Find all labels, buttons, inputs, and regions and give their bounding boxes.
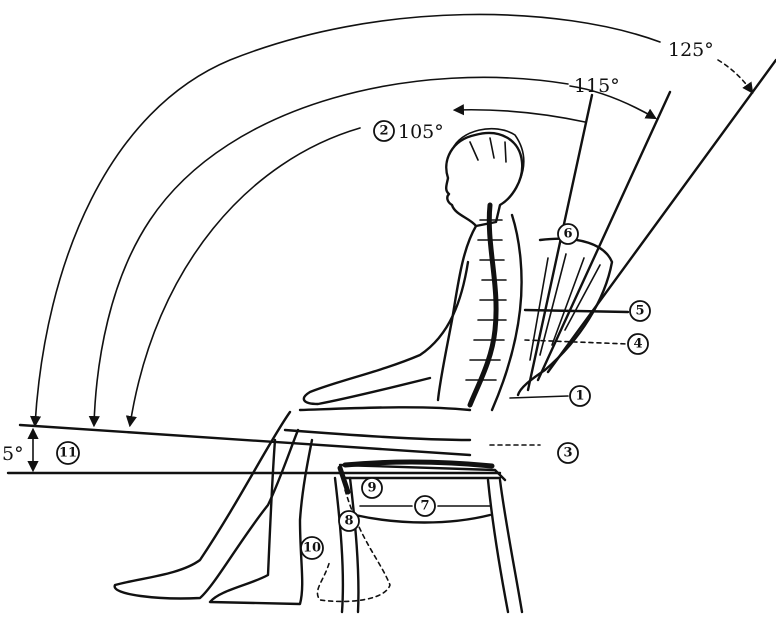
hair [452,129,524,180]
svg-text:5: 5 [635,304,644,319]
label-125: 125° [668,39,714,61]
arc-105-left [130,128,360,425]
thigh [285,407,470,440]
label-5: 5° [2,443,24,465]
marker-11: 11 [57,442,79,464]
arc-125-right [718,60,752,92]
marker-1: 1 [570,386,590,406]
pointer-4 [525,340,628,344]
svg-text:3: 3 [563,446,572,461]
marker-2: 2 [374,121,394,141]
pointer-5 [525,310,628,312]
arc-125 [35,14,660,425]
label-105: 105° [398,121,444,143]
svg-text:10: 10 [303,541,321,556]
chair-rear-leg [488,480,522,612]
svg-text:4: 4 [633,337,642,352]
pointer-1 [510,396,568,398]
arc-105 [455,110,585,122]
marker-7: 7 [415,496,435,516]
svg-text:6: 6 [563,227,572,242]
chair-seat-pad [345,462,492,466]
svg-text:7: 7 [420,499,429,514]
marker-9: 9 [362,478,382,498]
marker-10: 10 [301,537,323,559]
backrest-line-105 [528,95,592,390]
head [446,133,522,226]
spine-vertebrae [466,220,506,380]
marker-4: 4 [628,334,648,354]
svg-text:11: 11 [59,446,77,461]
svg-text:1: 1 [575,389,584,404]
marker-8: 8 [339,511,359,531]
inclined-seat-reference-line [20,425,470,455]
label-115: 115° [574,75,620,97]
spine [470,205,496,405]
svg-text:9: 9 [367,481,376,496]
marker-6: 6 [558,224,578,244]
svg-text:8: 8 [344,514,353,529]
marker-3: 3 [558,443,578,463]
arm [304,262,468,404]
seat-front-edge [340,468,348,492]
marker-5: 5 [630,301,650,321]
svg-text:2: 2 [379,124,388,139]
